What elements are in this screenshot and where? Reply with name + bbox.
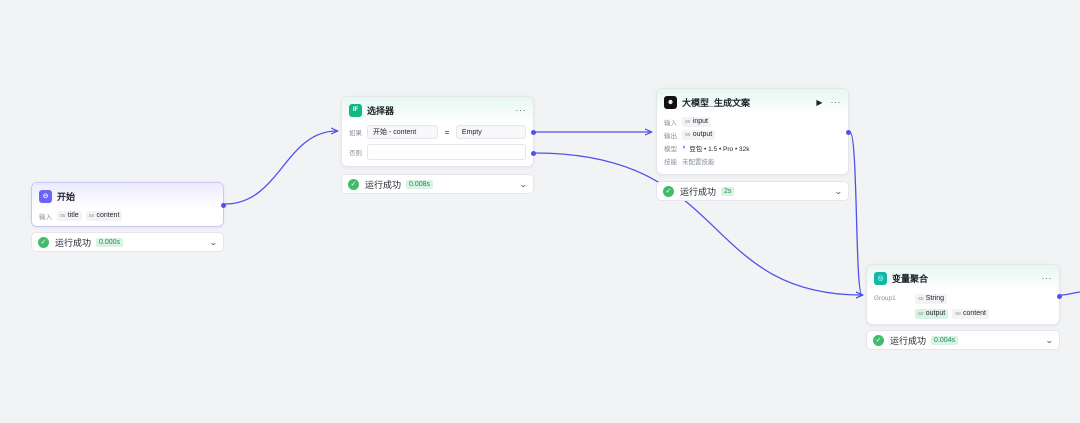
output-label: 输出 [664, 132, 677, 140]
condition-left[interactable]: 开始 - content [367, 125, 439, 139]
node-title: 变量聚合 [892, 273, 929, 284]
time-badge: 0.008s [406, 179, 434, 189]
llm-icon: ☻ [664, 95, 677, 109]
model-label: 模型 [664, 145, 677, 153]
node-header: ☻ 大模型_生成文案 ▶ ··· [657, 89, 848, 115]
run-status-selector[interactable]: ✓ 运行成功 0.008s ⌄ [341, 174, 534, 194]
node-title: 选择器 [367, 105, 395, 116]
status-text: 运行成功 [365, 179, 402, 190]
chevron-down-icon[interactable]: ⌄ [209, 237, 219, 247]
node-header: IF 选择器 ··· [342, 97, 533, 123]
chevron-down-icon[interactable]: ⌄ [519, 179, 529, 189]
more-icon[interactable]: ··· [830, 96, 841, 107]
chevron-down-icon[interactable]: ⌄ [834, 186, 844, 196]
else-box[interactable] [367, 143, 526, 160]
group-label: Group1 [874, 295, 896, 302]
output-port[interactable] [846, 130, 851, 135]
input-label: 输入 [39, 213, 52, 221]
skill-value: 未配置技能 [682, 158, 715, 166]
start-icon: ⊖ [39, 189, 52, 203]
model-value: 豆包 • 1.5 • Pro • 32k [689, 145, 750, 153]
check-icon: ✓ [348, 178, 359, 190]
more-icon[interactable]: ··· [1041, 272, 1052, 283]
skill-label: 技能 [664, 158, 677, 166]
output-port[interactable] [1057, 294, 1062, 299]
if-label: 如果 [349, 130, 362, 137]
run-status-aggregator[interactable]: ✓ 运行成功 0.004s ⌄ [866, 330, 1060, 350]
skill-row: 技能 未配置技能 [657, 154, 848, 167]
input-label: 输入 [664, 119, 677, 127]
else-label: 否则 [349, 149, 362, 157]
check-icon: ✓ [663, 185, 674, 197]
run-status-start[interactable]: ✓ 运行成功 0.000s ⌄ [31, 232, 224, 252]
time-badge: 2s [721, 186, 735, 196]
time-badge: 0.004s [931, 335, 959, 345]
node-header: ⊖ 开始 [32, 183, 223, 209]
else-row: 否则 [342, 141, 533, 162]
run-status-llm[interactable]: ✓ 运行成功 2s ⌄ [656, 181, 849, 201]
condition-operator[interactable]: = [444, 127, 450, 137]
model-row: 模型 ◗ 豆包 • 1.5 • Pro • 32k [657, 141, 848, 154]
status-text: 运行成功 [55, 237, 92, 248]
input-port[interactable] [654, 130, 659, 135]
node-selector[interactable]: IF 选择器 ··· 如果 开始 - content = Empty 否则 [341, 96, 536, 167]
check-icon: ✓ [38, 236, 49, 248]
chevron-down-icon[interactable]: ⌄ [1045, 335, 1055, 345]
output-port[interactable] [221, 203, 226, 208]
condition-right[interactable]: Empty [455, 125, 526, 139]
if-row: 如果 开始 - content = Empty [342, 123, 533, 141]
node-title: 大模型_生成文案 [682, 97, 751, 108]
edge-aggregator-out [1060, 291, 1080, 296]
more-icon[interactable]: ··· [515, 104, 526, 115]
edge-start-to-selector [224, 131, 337, 205]
if-output-port[interactable] [531, 130, 536, 135]
play-icon[interactable]: ▶ [816, 97, 823, 107]
check-icon: ✓ [873, 334, 884, 346]
node-title: 开始 [57, 191, 76, 202]
else-output-port[interactable] [531, 151, 536, 156]
aggregate-icon: ◎ [874, 271, 887, 285]
time-badge: 0.000s [96, 237, 124, 247]
node-header: ◎ 变量聚合 ··· [867, 265, 1059, 291]
status-text: 运行成功 [890, 335, 927, 346]
model-logo-icon: ◗ [682, 144, 687, 151]
if-icon: IF [349, 103, 362, 117]
status-text: 运行成功 [680, 186, 717, 197]
edge-llm-to-aggregator [849, 131, 862, 295]
